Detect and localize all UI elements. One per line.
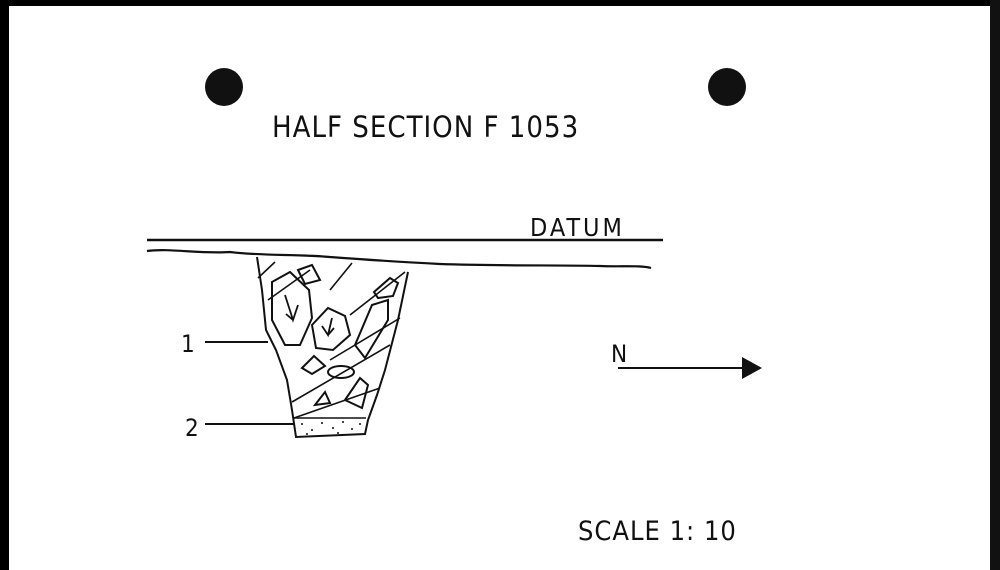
layer-2-stipple	[301, 421, 361, 435]
punch-hole-right	[708, 68, 746, 106]
arrow-down-icon	[284, 294, 299, 323]
north-arrow-icon	[742, 357, 762, 379]
hatching	[257, 261, 406, 419]
punch-hole-left	[205, 68, 243, 106]
scale-label: SCALE 1: 10	[578, 516, 737, 547]
stone	[327, 365, 355, 379]
right-frame-edge	[990, 0, 1000, 570]
stone	[310, 306, 352, 352]
layer-1-label: 1	[181, 330, 195, 358]
left-frame-edge	[0, 0, 9, 570]
stone	[353, 298, 389, 360]
stone	[343, 376, 370, 410]
arrow-down-icon	[321, 317, 335, 338]
ground-surface-line	[146, 249, 652, 270]
stone	[300, 354, 327, 376]
datum-label: DATUM	[530, 213, 625, 242]
layer-2-label: 2	[185, 414, 199, 442]
pit-section	[256, 256, 409, 439]
stone	[372, 276, 400, 300]
drawing-title: HALF SECTION F 1053	[272, 110, 579, 144]
top-frame-edge	[0, 0, 1000, 6]
stone	[271, 270, 314, 346]
north-label: N	[611, 340, 627, 368]
stone	[296, 263, 322, 286]
pit-outline	[256, 256, 409, 439]
stone	[312, 390, 332, 407]
